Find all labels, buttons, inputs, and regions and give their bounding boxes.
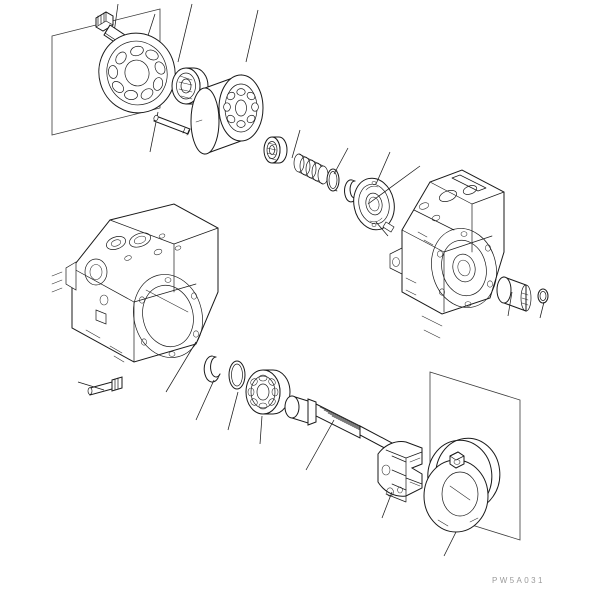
pump-housing (389, 169, 505, 339)
retainer-ports (108, 45, 166, 100)
snap-ring-lower (203, 355, 221, 383)
leader-lines-body (77, 129, 545, 557)
housing-bolt-holes (437, 231, 493, 307)
end-cover-bolt-holes (139, 277, 199, 357)
end-cover-top-features (106, 232, 182, 261)
swash-plate (377, 441, 423, 503)
piston-bores (223, 88, 259, 128)
valve-plate (353, 177, 395, 233)
thrust-washer (228, 360, 246, 390)
o-ring (537, 288, 549, 304)
housing-top-features (417, 174, 487, 246)
end-cover (51, 203, 219, 363)
roller-pin (153, 114, 191, 136)
bearing-rollers (247, 374, 279, 410)
servo-cover (423, 437, 501, 533)
bushing (496, 276, 532, 312)
part-code-label: PW5A031 (492, 576, 545, 585)
section-plane-upper (51, 8, 161, 136)
retainer-plate (98, 32, 176, 114)
spacer-washer (326, 168, 340, 192)
needle-bearing (263, 136, 288, 164)
housing-left-boss (389, 247, 417, 296)
plug-bolt (87, 376, 123, 396)
end-cover-left-ports (51, 258, 109, 339)
cylinder-block (190, 74, 264, 155)
roller-bearing (245, 369, 291, 415)
